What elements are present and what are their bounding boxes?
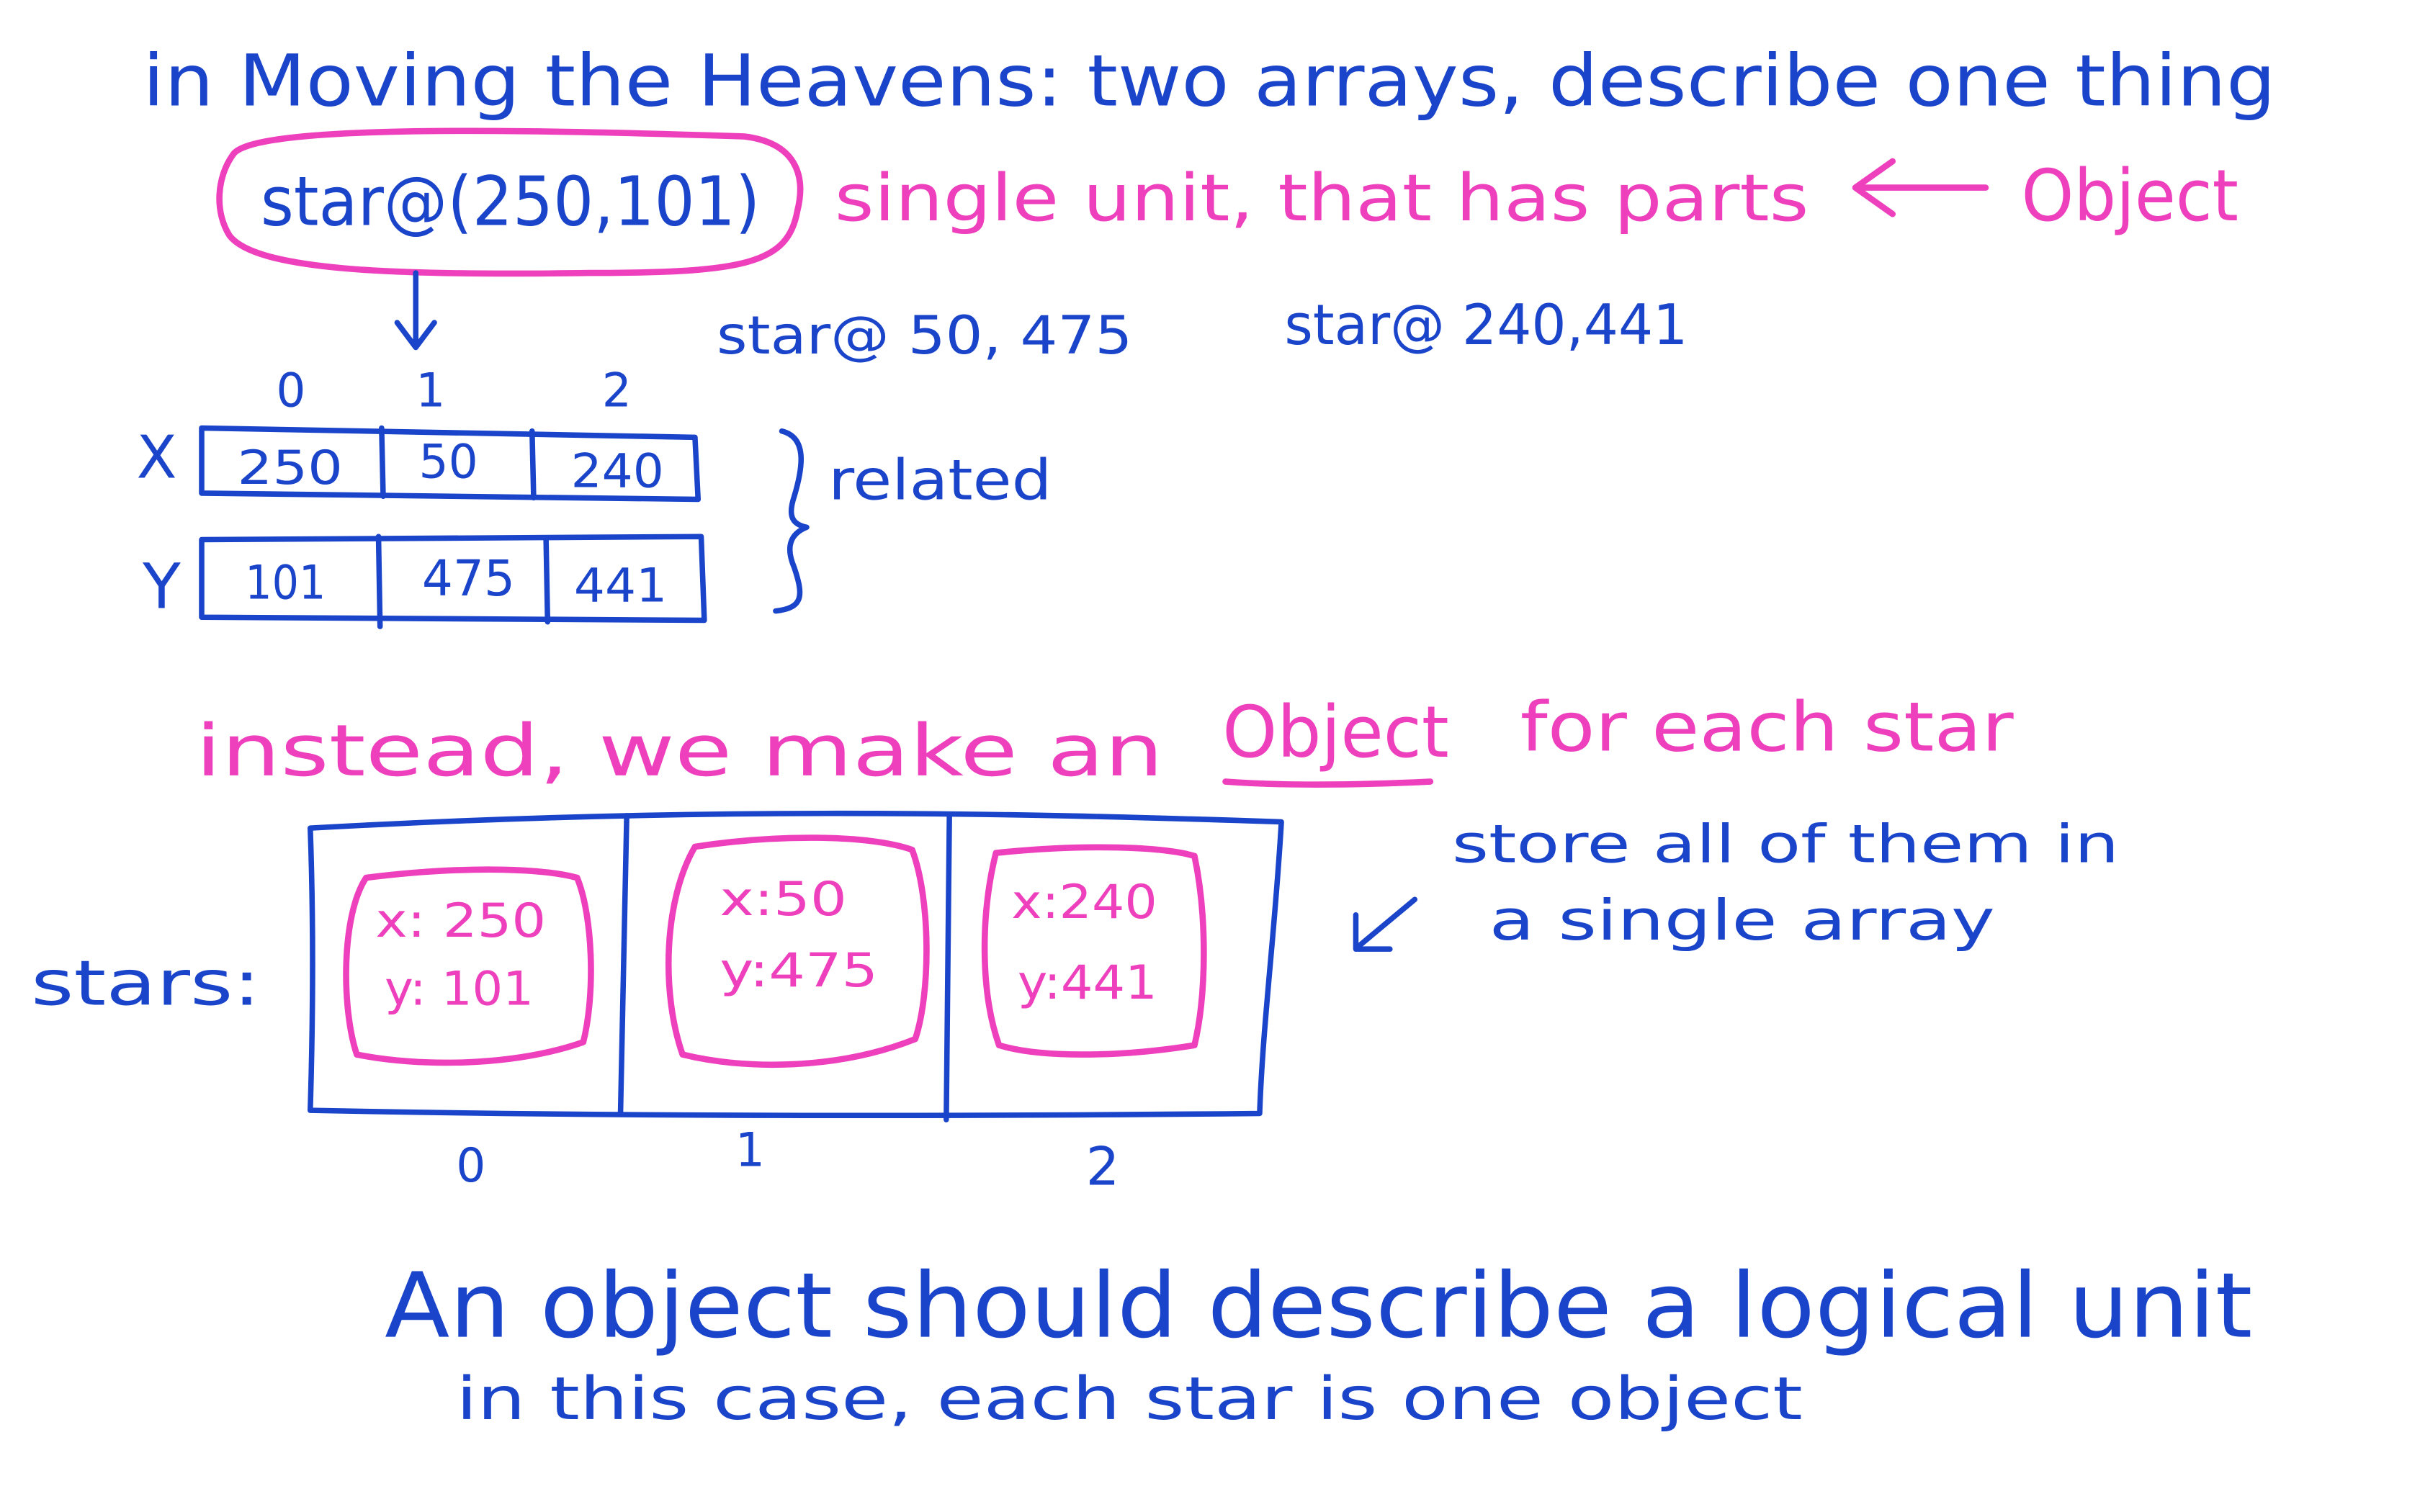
x-value-0: 250 xyxy=(238,441,343,495)
array-index-2: 2 xyxy=(602,364,632,418)
star-object-0: x: 250 y: 101 xyxy=(343,866,594,1066)
stars-index-2: 2 xyxy=(1086,1137,1120,1198)
stars-array xyxy=(308,810,1284,1122)
instead-suffix: for each star xyxy=(1520,688,2014,767)
instead-prefix: instead, we make an xyxy=(195,710,1163,793)
star-object-0-x: x: 250 xyxy=(375,894,546,948)
store-note-line2: a single array xyxy=(1489,888,1995,953)
left-arrow-icon xyxy=(1852,158,1989,217)
star-object-1-y: y:475 xyxy=(720,944,878,998)
y-value-1: 475 xyxy=(422,550,515,608)
y-value-2: 441 xyxy=(574,559,667,613)
heading: in Moving the Heavens: two arrays, descr… xyxy=(143,40,2276,122)
object-underline xyxy=(1222,778,1434,788)
star-example-circle xyxy=(216,127,804,277)
x-array-label: X xyxy=(137,423,177,492)
y-value-0: 101 xyxy=(245,556,326,610)
stars-index-0: 0 xyxy=(456,1139,485,1193)
store-note-line1: store all of them in xyxy=(1452,814,2119,876)
array-index-1: 1 xyxy=(416,364,445,418)
star-object-1: x:50 y:475 xyxy=(665,834,930,1068)
stars-label: stars: xyxy=(31,948,261,1020)
x-value-2: 240 xyxy=(571,444,664,498)
x-array xyxy=(199,425,701,503)
star-example-3: star@ 240,441 xyxy=(1284,293,1688,358)
star-object-2: x:240 y:441 xyxy=(981,844,1207,1058)
store-arrow-icon xyxy=(1353,896,1418,952)
star-example-2: star@ 50, 475 xyxy=(717,305,1132,366)
array-index-0: 0 xyxy=(276,364,305,418)
stars-index-1: 1 xyxy=(735,1124,765,1178)
star-object-2-y: y:441 xyxy=(1018,956,1157,1010)
star-object-1-x: x:50 xyxy=(720,873,847,927)
object-label: Object xyxy=(2021,155,2238,238)
star-object-0-y: y: 101 xyxy=(385,963,534,1017)
y-array xyxy=(199,534,707,629)
related-note: related xyxy=(828,449,1052,513)
related-brace xyxy=(773,428,810,614)
conclusion-line1: An object should describe a logical unit xyxy=(385,1254,2252,1359)
x-value-1: 50 xyxy=(419,435,478,489)
down-arrow-icon xyxy=(394,270,437,351)
conclusion-line2: in this case, each star is one object xyxy=(456,1365,1803,1434)
star-example-text: star@(250,101) xyxy=(261,162,761,241)
star-object-2-x: x:240 xyxy=(1011,876,1157,930)
instead-object: Object xyxy=(1222,691,1448,774)
single-unit-note: single unit, that has parts xyxy=(835,161,1809,236)
y-array-label: Y xyxy=(142,551,181,623)
